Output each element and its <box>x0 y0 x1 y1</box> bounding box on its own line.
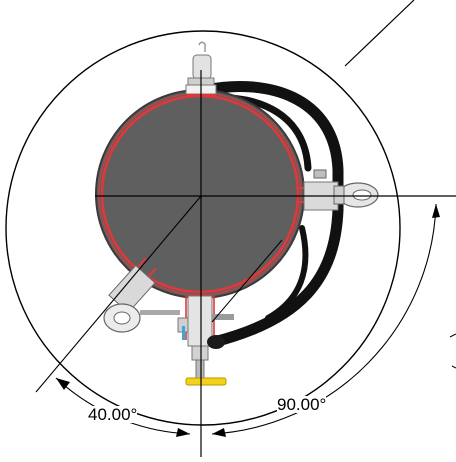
lower-left-fitting <box>103 257 180 333</box>
angle-dimension-40: 40.00° <box>88 405 138 424</box>
outer-circle <box>5 30 401 426</box>
vessel <box>95 89 305 299</box>
angle-dimension-90: 90.00° <box>277 395 327 414</box>
leader-line <box>344 0 415 67</box>
bottom-fitting <box>177 295 234 386</box>
center-lines <box>35 70 456 457</box>
